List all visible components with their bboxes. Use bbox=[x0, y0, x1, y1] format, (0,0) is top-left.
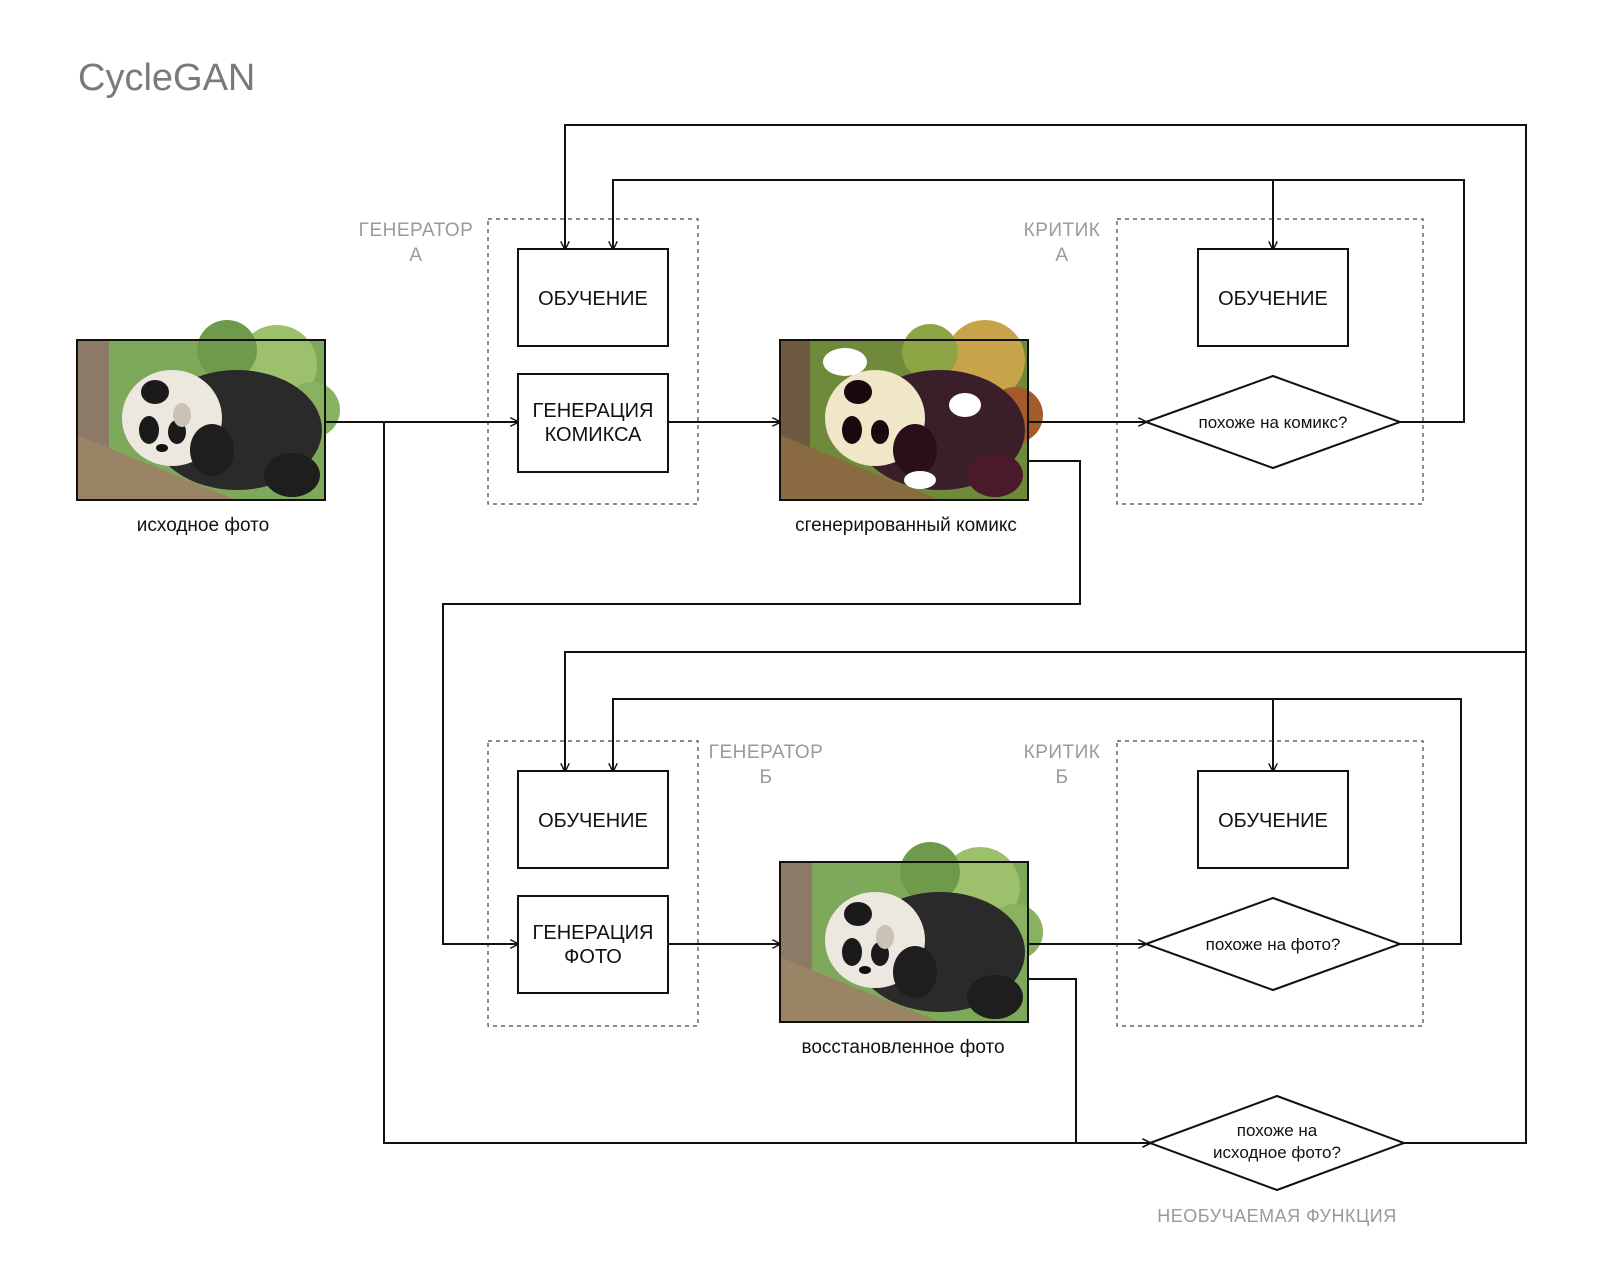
svg-text:А: А bbox=[409, 245, 422, 266]
source-photo-image bbox=[76, 320, 340, 501]
arrow-source-to-compare bbox=[383, 422, 1150, 1143]
critic-a-decision-diamond: похоже на комикс? bbox=[1143, 374, 1403, 470]
generator-b-group bbox=[487, 740, 699, 1027]
gen-a-generate-box: ГЕНЕРАЦИЯ КОМИКСА bbox=[517, 373, 669, 473]
arrow-compare-feedback-gen-b bbox=[565, 651, 1526, 771]
generator-a-group bbox=[487, 218, 699, 505]
untrained-function-label: НЕОБУЧАЕМАЯ ФУНКЦИЯ bbox=[1157, 1206, 1396, 1226]
generator-b-label: ГЕНЕРАТОР Б bbox=[709, 742, 824, 788]
svg-text:ОБУЧЕНИЕ: ОБУЧЕНИЕ bbox=[1218, 288, 1328, 310]
gen-b-training-box: ОБУЧЕНИЕ bbox=[517, 770, 669, 869]
svg-text:А: А bbox=[1055, 245, 1068, 266]
svg-text:Б: Б bbox=[760, 767, 773, 788]
source-photo-caption: исходное фото bbox=[137, 515, 269, 536]
svg-text:ОБУЧЕНИЕ: ОБУЧЕНИЕ bbox=[538, 810, 648, 832]
svg-text:ФОТО: ФОТО bbox=[564, 946, 622, 968]
restored-photo-caption: восстановленное фото bbox=[801, 1037, 1004, 1058]
svg-text:ГЕНЕРАЦИЯ: ГЕНЕРАЦИЯ bbox=[533, 400, 654, 422]
svg-text:КРИТИК: КРИТИК bbox=[1024, 742, 1101, 763]
critic-b-group bbox=[1116, 740, 1424, 1027]
svg-text:ОБУЧЕНИЕ: ОБУЧЕНИЕ bbox=[1218, 810, 1328, 832]
svg-text:ГЕНЕРАТОР: ГЕНЕРАТОР bbox=[709, 742, 824, 763]
arrow-critic-b-feedback-gen bbox=[613, 698, 1462, 945]
critic-a-group bbox=[1116, 218, 1424, 505]
svg-text:похоже на фото?: похоже на фото? bbox=[1206, 935, 1341, 954]
generator-a-label: ГЕНЕРАТОР А bbox=[359, 220, 474, 266]
arrow-critic-a-feedback-gen bbox=[613, 179, 1465, 423]
svg-text:исходное фото?: исходное фото? bbox=[1213, 1143, 1341, 1162]
gen-a-training-box: ОБУЧЕНИЕ bbox=[517, 248, 669, 347]
arrow-compare-feedback-gen-a bbox=[565, 124, 1527, 1144]
svg-text:Б: Б bbox=[1056, 767, 1069, 788]
svg-text:похоже на комикс?: похоже на комикс? bbox=[1198, 413, 1347, 432]
arrow-comic-to-gen-b bbox=[442, 460, 1081, 944]
compare-decision-diamond: похоже на исходное фото? bbox=[1147, 1094, 1407, 1192]
restored-photo-image bbox=[779, 842, 1043, 1023]
diagram-title: CycleGAN bbox=[78, 57, 255, 99]
gen-b-generate-box: ГЕНЕРАЦИЯ ФОТО bbox=[517, 895, 669, 994]
svg-text:похоже на: похоже на bbox=[1237, 1121, 1318, 1140]
critic-b-decision-diamond: похоже на фото? bbox=[1143, 896, 1403, 992]
critic-a-training-box: ОБУЧЕНИЕ bbox=[1197, 248, 1349, 347]
svg-text:ОБУЧЕНИЕ: ОБУЧЕНИЕ bbox=[538, 288, 648, 310]
critic-b-label: КРИТИК Б bbox=[1024, 742, 1101, 788]
svg-text:ГЕНЕРАТОР: ГЕНЕРАТОР bbox=[359, 220, 474, 241]
critic-a-label: КРИТИК А bbox=[1024, 220, 1101, 266]
svg-text:КРИТИК: КРИТИК bbox=[1024, 220, 1101, 241]
generated-comic-caption: сгенерированный комикс bbox=[795, 515, 1017, 536]
svg-text:КОМИКСА: КОМИКСА bbox=[545, 424, 642, 446]
svg-text:ГЕНЕРАЦИЯ: ГЕНЕРАЦИЯ bbox=[533, 922, 654, 944]
generated-comic-image bbox=[779, 320, 1043, 501]
arrow-restored-to-compare bbox=[1028, 978, 1150, 1143]
critic-b-training-box: ОБУЧЕНИЕ bbox=[1197, 770, 1349, 869]
